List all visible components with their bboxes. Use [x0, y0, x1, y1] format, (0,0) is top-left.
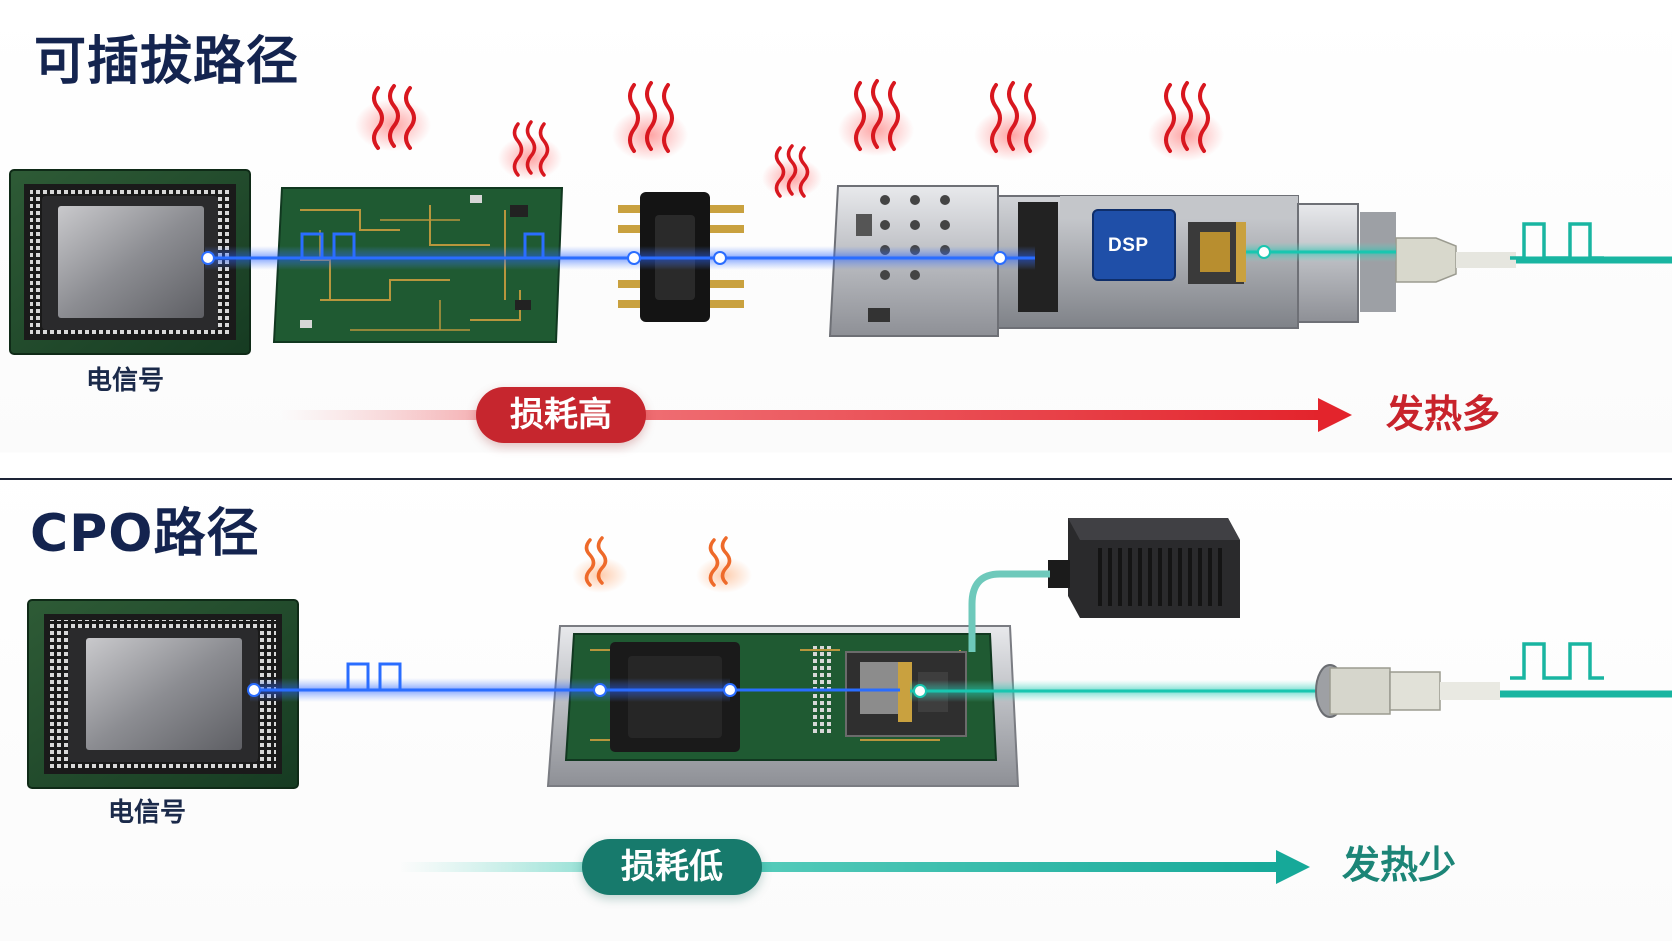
pulse-waveform-icon	[1510, 642, 1604, 680]
heat-wave-icon	[572, 536, 628, 593]
chip-label-top: 电信号	[86, 366, 165, 396]
heat-wave-icon	[696, 536, 752, 593]
heat-wave-icon	[498, 120, 562, 180]
chip-label-bottom: 电信号	[108, 798, 187, 828]
heat-wave-icon	[355, 84, 431, 151]
pulse-waveform-icon	[515, 232, 545, 260]
pulse-waveform-icon	[1510, 222, 1604, 260]
cpo-package	[546, 625, 1020, 787]
dsp-label: DSP	[1108, 235, 1149, 256]
heat-wave-icon	[762, 144, 822, 198]
loss-badge-low: 损耗低	[582, 839, 762, 895]
dsp-chip	[1092, 209, 1176, 281]
section-title-pluggable: 可插拔路径	[34, 32, 300, 92]
section-divider	[0, 478, 1672, 480]
heat-wave-icon	[1148, 81, 1224, 161]
section-title-cpo: CPO路径	[30, 504, 260, 564]
heat-wave-icon	[612, 81, 688, 161]
heat-wave-icon	[838, 79, 914, 156]
heat-wave-icon	[974, 81, 1050, 161]
processor-chip	[27, 599, 299, 789]
heat-result-high: 发热多	[1386, 392, 1501, 436]
processor-chip	[9, 169, 251, 355]
fiber-connector	[1315, 664, 1500, 718]
pulse-waveform-icon	[336, 662, 412, 692]
fiber-link	[968, 570, 1050, 652]
loss-badge-high: 损耗高	[476, 387, 646, 443]
external-laser-source	[968, 518, 1240, 652]
heat-result-low: 发热少	[1342, 843, 1457, 887]
pulse-waveform-icon	[290, 232, 356, 260]
